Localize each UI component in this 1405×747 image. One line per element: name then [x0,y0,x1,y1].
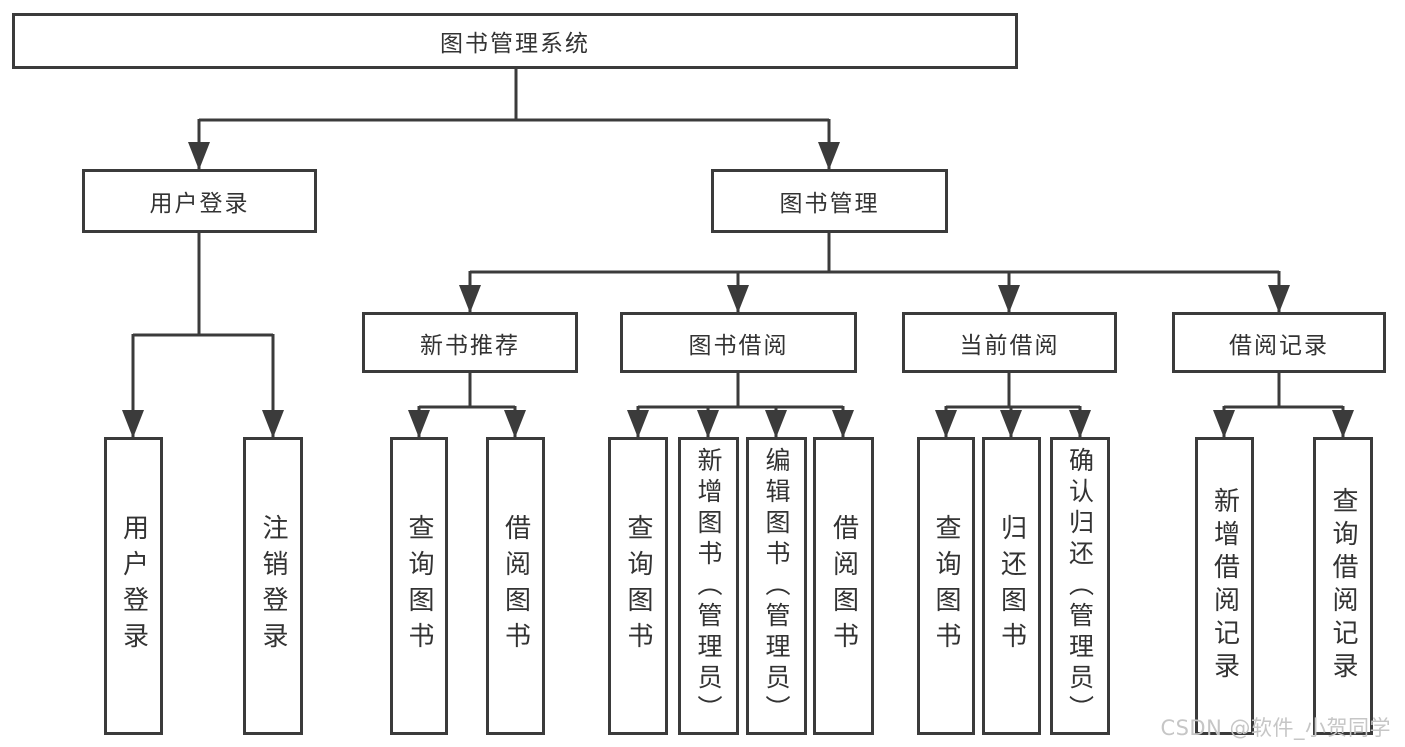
leaf-query-books-current: 查询图书 [917,437,975,735]
leaf-borrow-books-recommend: 借阅图书 [486,437,545,735]
leaf-user-login: 用户登录 [104,437,163,735]
leaf-edit-books-admin: 编辑图书（管理员） [746,437,807,735]
leaf-logout-login: 注销登录 [243,437,303,735]
node-book-borrowing: 图书借阅 [620,312,857,373]
node-new-book-recommend: 新书推荐 [362,312,578,373]
leaf-query-borrow-record: 查询借阅记录 [1313,437,1373,735]
leaf-add-borrow-record: 新增借阅记录 [1195,437,1254,735]
rail-records [1224,373,1343,409]
rail-current [946,373,1080,409]
rail-user-login [133,233,273,337]
leaf-query-books-recommend: 查询图书 [390,437,448,735]
rail-borrowing [638,373,843,409]
node-user-login: 用户登录 [82,169,317,233]
rail-book-mgmt [470,233,1279,274]
rail-root [199,68,829,122]
leaf-return-books: 归还图书 [982,437,1041,735]
leaf-add-books-admin: 新增图书（管理员） [678,437,739,735]
node-borrowing-records: 借阅记录 [1172,312,1386,373]
csdn-watermark: CSDN @软件_小贺同学 [1160,716,1391,740]
node-book-management-system: 图书管理系统 [12,13,1018,69]
leaf-query-books-borrowing: 查询图书 [608,437,668,735]
node-book-management: 图书管理 [711,169,948,233]
node-current-borrowing: 当前借阅 [902,312,1117,373]
leaf-borrow-books-borrowing: 借阅图书 [813,437,874,735]
leaf-confirm-return-admin: 确认归还（管理员） [1050,437,1110,735]
rail-recommend [419,373,515,409]
